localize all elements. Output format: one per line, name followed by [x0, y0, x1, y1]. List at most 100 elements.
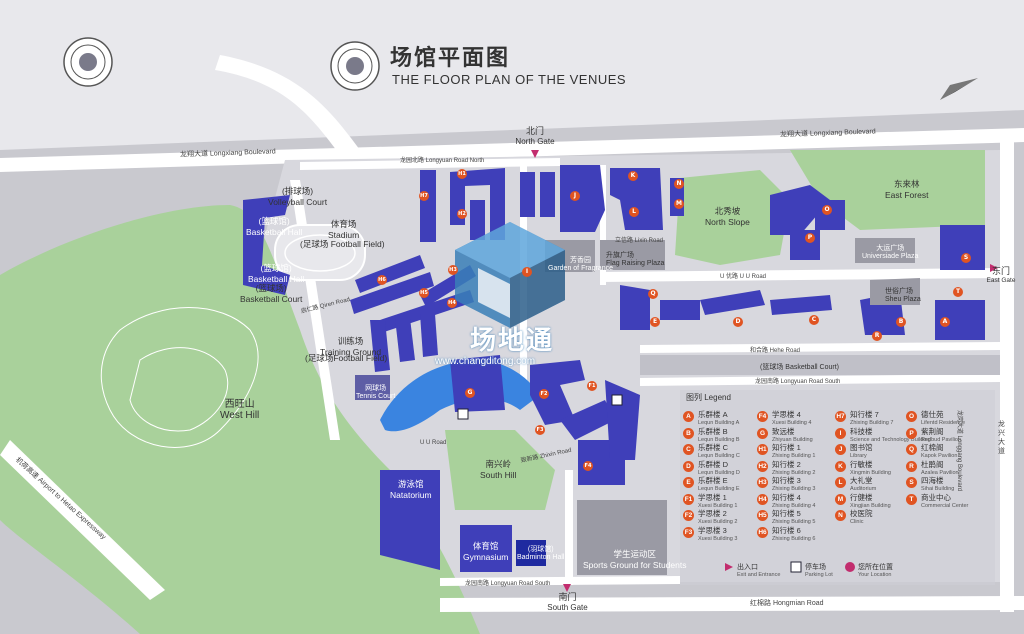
- map-marker[interactable]: Q: [648, 289, 658, 299]
- legend-label-en: Zhixing Building 1: [772, 453, 816, 459]
- map-marker[interactable]: S: [961, 253, 971, 263]
- map-marker[interactable]: T: [953, 287, 963, 297]
- place-label: 北秀坡: [714, 206, 741, 216]
- legend-label: 知行楼 5: [772, 509, 801, 518]
- parking-icon: [457, 408, 469, 420]
- place-label: 学生运动区: [613, 549, 656, 559]
- map-marker[interactable]: M: [674, 199, 684, 209]
- map-marker[interactable]: F2: [539, 389, 549, 399]
- legend-label: 致远楼: [772, 426, 795, 436]
- watermark-url: www.changditong.com: [435, 356, 536, 367]
- map-marker[interactable]: N: [674, 179, 684, 189]
- legend-badge: A: [683, 411, 694, 422]
- legend-parking: 停车场 Parking Lot: [805, 562, 833, 578]
- legend-badge: D: [683, 460, 694, 472]
- legend-label: 学思楼 4: [772, 410, 801, 419]
- legend-label: 知行楼 6: [772, 525, 801, 535]
- legend-location: 您所在位置 Your Location: [858, 562, 893, 578]
- legend-label-en: Sihai Building: [921, 486, 955, 492]
- legend-badge: J: [835, 444, 846, 455]
- map-marker[interactable]: G: [465, 388, 475, 398]
- place-label: 游泳馆: [398, 479, 424, 489]
- place-volleyball: (排球场)Volleyball Court: [268, 185, 327, 207]
- place-label: 世俗广场: [885, 288, 913, 295]
- legend-badge: F1: [683, 493, 694, 505]
- legend-label-en: Xingjian Building: [850, 502, 891, 509]
- legend-label: 知行楼 7: [850, 410, 879, 419]
- place-label-en: Sports Ground for Students: [583, 560, 687, 570]
- legend-badge: H3: [757, 477, 768, 488]
- map-marker[interactable]: L: [629, 207, 639, 217]
- map-marker[interactable]: H2: [457, 209, 467, 219]
- map-marker[interactable]: H1: [457, 169, 467, 179]
- east-gate-label-en: East Gate: [986, 277, 1016, 284]
- place-label: 芳香园: [569, 257, 591, 264]
- legend-label-en: Lequn Building D: [698, 469, 740, 476]
- legend-badge: H7: [835, 411, 846, 422]
- place-label-en: Basketball Hall: [248, 274, 305, 284]
- legend-label: 紫荆阁: [921, 426, 944, 436]
- legend-label-en: Zhixing Building 2: [772, 469, 816, 476]
- legend-label-en: Zhixing Building 4: [772, 502, 816, 509]
- south-hill: [445, 430, 555, 510]
- legend-label: 德仕苑: [921, 410, 944, 419]
- map-marker[interactable]: H7: [419, 191, 429, 201]
- legend-label-en: Library: [850, 453, 867, 459]
- legend-label: 学思楼 2: [698, 509, 727, 518]
- legend-label: 学思楼 1: [698, 492, 727, 502]
- legend-label: 乐群楼 C: [698, 443, 728, 452]
- header-area: [0, 0, 1024, 150]
- map-marker[interactable]: F4: [583, 461, 593, 471]
- map-marker[interactable]: R: [872, 331, 882, 341]
- road-label: 和合路 Hehe Road: [750, 348, 801, 354]
- map-marker[interactable]: I: [522, 267, 532, 277]
- map-marker[interactable]: B: [896, 317, 906, 327]
- map-marker[interactable]: H4: [447, 298, 457, 308]
- west-hill: [0, 205, 480, 634]
- map-marker[interactable]: H6: [377, 275, 387, 285]
- place-basketball-court-east: (篮球场 Basketball Court): [760, 364, 839, 371]
- map-marker[interactable]: A: [940, 317, 950, 327]
- legend-label-en: Zhixing Building 3: [772, 486, 816, 492]
- south-gate-marker-icon: [563, 584, 571, 592]
- legend-label-en: Kapok Pavilion: [921, 453, 958, 459]
- legend-label: 杜鹃阁: [921, 459, 944, 469]
- map-marker[interactable]: O: [822, 205, 832, 215]
- longgang-boulevard: [1000, 142, 1014, 612]
- map-marker[interactable]: H5: [419, 288, 429, 298]
- legend-label-en: Lifentd Residence: [921, 420, 966, 426]
- legend-label-en: Zhixing Building 7: [850, 420, 894, 426]
- map-marker[interactable]: C: [809, 315, 819, 325]
- parking-legend-icon: [790, 561, 802, 573]
- map-marker[interactable]: K: [628, 171, 638, 181]
- map-marker[interactable]: F3: [535, 425, 545, 435]
- map-marker[interactable]: J: [570, 191, 580, 201]
- map-marker[interactable]: F1: [587, 381, 597, 391]
- sports-ground: [577, 500, 667, 575]
- map-marker[interactable]: P: [805, 233, 815, 243]
- road-label: 红棉路 Hongmian Road: [750, 600, 824, 607]
- map-marker[interactable]: E: [650, 317, 660, 327]
- place-basketball-court: (篮球场)Basketball Court: [240, 282, 302, 304]
- legend-label: 图书馆: [850, 443, 873, 452]
- map-marker[interactable]: D: [733, 317, 743, 327]
- university-logo-icon: [63, 37, 113, 87]
- legend-entrance-label: 出入口: [737, 564, 758, 571]
- road-label: 龙园北路 Longyuan Road North: [400, 158, 485, 164]
- map-marker[interactable]: H3: [448, 265, 458, 275]
- hongmian-road: [440, 596, 1024, 612]
- legend-badge: S: [906, 477, 917, 488]
- place-label-en: Volleyball Court: [268, 197, 328, 207]
